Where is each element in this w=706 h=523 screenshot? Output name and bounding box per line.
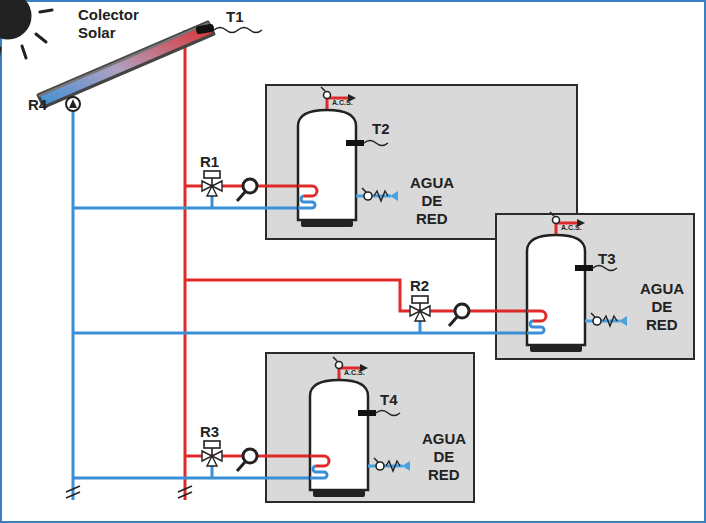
panel-label: AGUA DE RED — [640, 280, 684, 334]
part-label: R1 — [200, 153, 219, 170]
part-label: R2 — [410, 277, 429, 294]
flow-meter — [237, 449, 257, 471]
room-panel: AGUA DE RED — [265, 352, 475, 503]
panel-label: AGUA DE RED — [422, 430, 466, 484]
part-label: T3 — [598, 250, 616, 267]
outlet-label: A.C.S. — [344, 369, 365, 377]
part-label: T1 — [226, 8, 244, 25]
flow-meter — [449, 304, 469, 326]
storage-tank — [310, 357, 410, 497]
part-label: R4 — [28, 96, 47, 113]
circulation-pump — [66, 97, 80, 111]
hot-pipes — [185, 30, 527, 500]
three-way-valve — [410, 296, 430, 321]
room-panel: AGUA DE RED — [495, 213, 695, 360]
storage-tank — [298, 87, 398, 227]
part-label: T2 — [372, 120, 390, 137]
three-way-valve — [202, 171, 222, 196]
outlet-label: A.C.S. — [561, 224, 582, 232]
outlet-label: A.C.S. — [332, 99, 353, 107]
three-way-valve — [202, 441, 222, 466]
part-label: T4 — [380, 391, 398, 408]
panel-label: AGUA DE RED — [410, 174, 454, 228]
temperature-sensor-t1 — [195, 23, 262, 34]
solar-collector — [38, 22, 214, 107]
pipe-break-marks — [66, 486, 192, 498]
storage-tank — [527, 212, 627, 352]
sun — [0, 0, 52, 60]
part-label: Colector Solar — [78, 6, 139, 42]
part-label: R3 — [200, 423, 219, 440]
flow-meter — [237, 179, 257, 201]
